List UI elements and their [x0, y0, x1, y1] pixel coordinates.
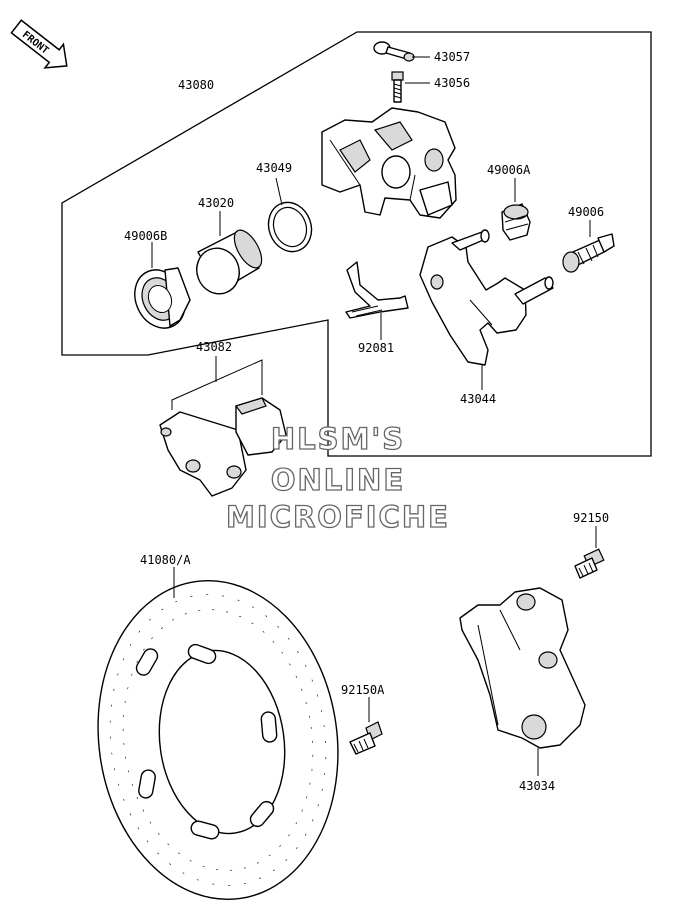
disc-bolt-part[interactable] [349, 721, 383, 755]
label-43080: 43080 [178, 78, 214, 92]
bleeder-cap-part[interactable] [373, 41, 415, 62]
caliper-body-part[interactable] [321, 107, 457, 219]
brake-pad-front-part[interactable] [235, 397, 287, 456]
watermark-line-3: MICROFICHE [226, 500, 450, 534]
caliper-assembly-outline [61, 31, 652, 457]
label-43049: 43049 [256, 161, 292, 175]
label-92150: 92150 [573, 511, 609, 525]
label-43034: 43034 [519, 779, 555, 793]
slide-pin-part[interactable] [562, 233, 615, 273]
label-92081: 92081 [358, 341, 394, 355]
label-92150A: 92150A [341, 683, 385, 697]
bleeder-valve-part[interactable] [391, 71, 404, 103]
watermark-line-2: ONLINE [271, 463, 405, 497]
label-43082: 43082 [196, 340, 232, 354]
label-49006B: 49006B [124, 229, 167, 243]
piston-seal-part[interactable] [262, 196, 319, 257]
brake-pad-rear-part[interactable] [159, 411, 247, 497]
label-41080A: 41080/A [140, 553, 191, 567]
piston-part[interactable] [190, 226, 267, 300]
front-direction-badge: FRONT [10, 19, 68, 69]
label-49006: 49006 [568, 205, 604, 219]
label-43044: 43044 [460, 392, 496, 406]
caliper-mount-part[interactable] [459, 587, 586, 749]
watermark-line-1: HLSM'S [271, 422, 405, 456]
pads-leader [171, 359, 263, 410]
brake-disc-part[interactable] [78, 565, 358, 915]
label-43056: 43056 [434, 76, 470, 90]
label-49006A: 49006A [487, 163, 531, 177]
pad-spring-part[interactable] [345, 261, 409, 319]
dust-seal-part[interactable] [126, 262, 195, 337]
label-43057: 43057 [434, 50, 470, 64]
label-43020: 43020 [198, 196, 234, 210]
bracket-bolt-part[interactable] [574, 548, 605, 579]
pin-boot-part[interactable] [501, 203, 531, 241]
caliper-bracket-part[interactable] [419, 229, 554, 366]
